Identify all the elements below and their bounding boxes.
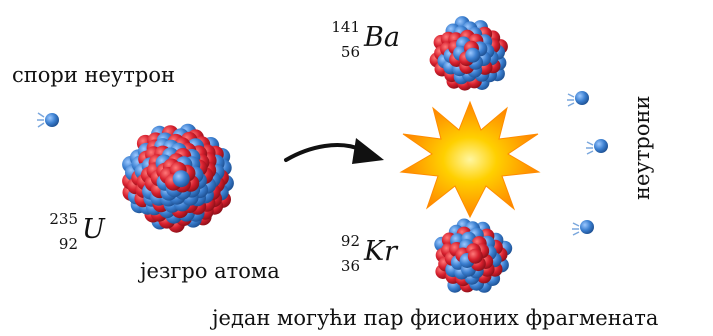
emitted-neutron [586,139,608,155]
krypton-nucleus [434,218,513,293]
neutron-ball [172,170,190,188]
krypton-symbol: Kr [364,236,398,267]
neutrons-label: неутрони [630,95,654,200]
krypton-mass-number: 92 [340,232,360,250]
barium-atomic-number: 56 [340,43,360,61]
explosion-burst [399,100,541,219]
emitted-neutron [572,220,594,236]
emitted-neutron [567,91,589,107]
slow-neutron-label: спори неутрон [12,63,175,87]
barium-nucleus [429,16,508,91]
uranium-symbol: U [82,214,105,245]
krypton-atomic-number: 36 [340,257,360,275]
reaction-arrow [284,138,384,164]
neutron-ball [465,47,481,63]
fragments-label: један могући пар фисионих фрагмената [212,306,659,330]
uranium-mass-number: 235 [49,210,78,228]
barium-symbol: Ba [364,22,400,53]
slow-neutron [37,112,59,128]
proton-ball [467,248,483,264]
uranium-atomic-number: 92 [58,235,78,253]
uranium-nucleus [122,123,234,233]
barium-mass-number: 141 [331,18,360,36]
nucleus-label: језгро атома [140,259,280,283]
